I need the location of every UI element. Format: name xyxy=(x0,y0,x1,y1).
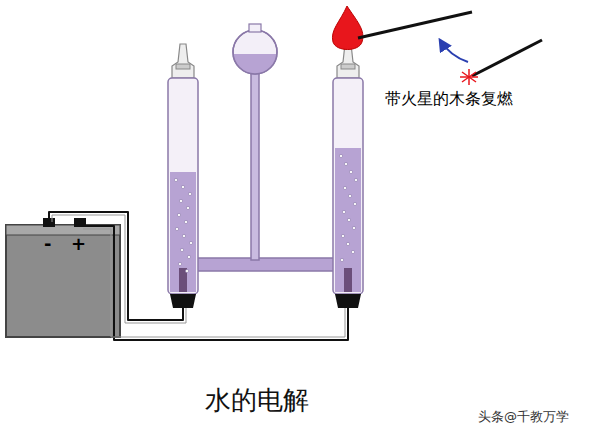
glass-tube xyxy=(196,24,335,271)
battery xyxy=(6,218,120,337)
motion-arrow xyxy=(440,40,468,62)
flame xyxy=(332,6,362,50)
polarity-sign: + xyxy=(71,234,86,255)
spark xyxy=(460,69,478,85)
burning-stick xyxy=(358,12,472,38)
watermark: 头条@千教万学 xyxy=(478,410,569,425)
hydrogen-tube xyxy=(168,44,198,308)
polarity-sign: - xyxy=(44,234,51,255)
annotation: 带火星的木条复燃 xyxy=(385,90,513,108)
oxygen-tube xyxy=(333,44,363,308)
glowing-stick xyxy=(472,40,542,76)
gas-bubbles xyxy=(174,154,357,272)
caption: 水的电解 xyxy=(205,386,309,416)
